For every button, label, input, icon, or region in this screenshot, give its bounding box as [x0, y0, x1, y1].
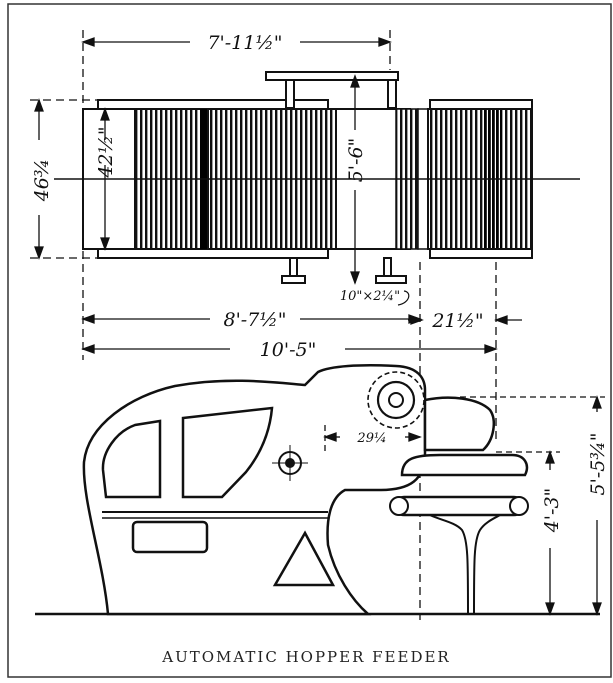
frame-rail-bottom [97, 248, 329, 259]
side-dimensions [323, 290, 605, 616]
page-border [7, 3, 612, 678]
frame-window-3 [131, 520, 209, 554]
frame-rail-top-right [429, 99, 533, 110]
delivery-stand [429, 514, 501, 615]
figure-caption: AUTOMATIC HOPPER FEEDER [162, 648, 451, 666]
plan-view [54, 71, 580, 284]
delivery-roller [393, 495, 525, 517]
plan-dimensions [30, 30, 522, 620]
hopper-lip [423, 396, 496, 452]
dim-overall-length: 10'-5" [260, 339, 317, 361]
shaft-collar-left [281, 275, 306, 284]
dim-feed-height: 4'-3" [541, 488, 563, 534]
dim-top-width: 7'-11½" [207, 32, 282, 54]
roller-shaft [388, 392, 404, 408]
top-lever [265, 71, 399, 81]
frame-window-1 [101, 419, 162, 499]
shaft-collar-right [375, 275, 407, 284]
dim-shaft-length: 5'-6" [345, 138, 367, 183]
side-elevation [35, 364, 600, 616]
dim-hopper-length: 8'-7½" [224, 309, 287, 331]
dim-inner-height: 42½" [95, 126, 117, 178]
frame-window-4 [272, 530, 336, 587]
dim-flange: 10"×2¼" [340, 289, 400, 304]
dim-extension: 21½" [431, 310, 483, 332]
lever-post-left [285, 79, 295, 109]
delivery-guard [400, 453, 529, 477]
dim-overall-height: 5'-5¾" [587, 433, 609, 496]
lever-post-right [387, 79, 397, 109]
frame-rail-bottom-right [429, 248, 533, 259]
dim-outer-height: 46¾ [31, 159, 53, 203]
frame-window-2 [181, 406, 274, 499]
dim-roller-offset: 29¼ [356, 431, 386, 446]
